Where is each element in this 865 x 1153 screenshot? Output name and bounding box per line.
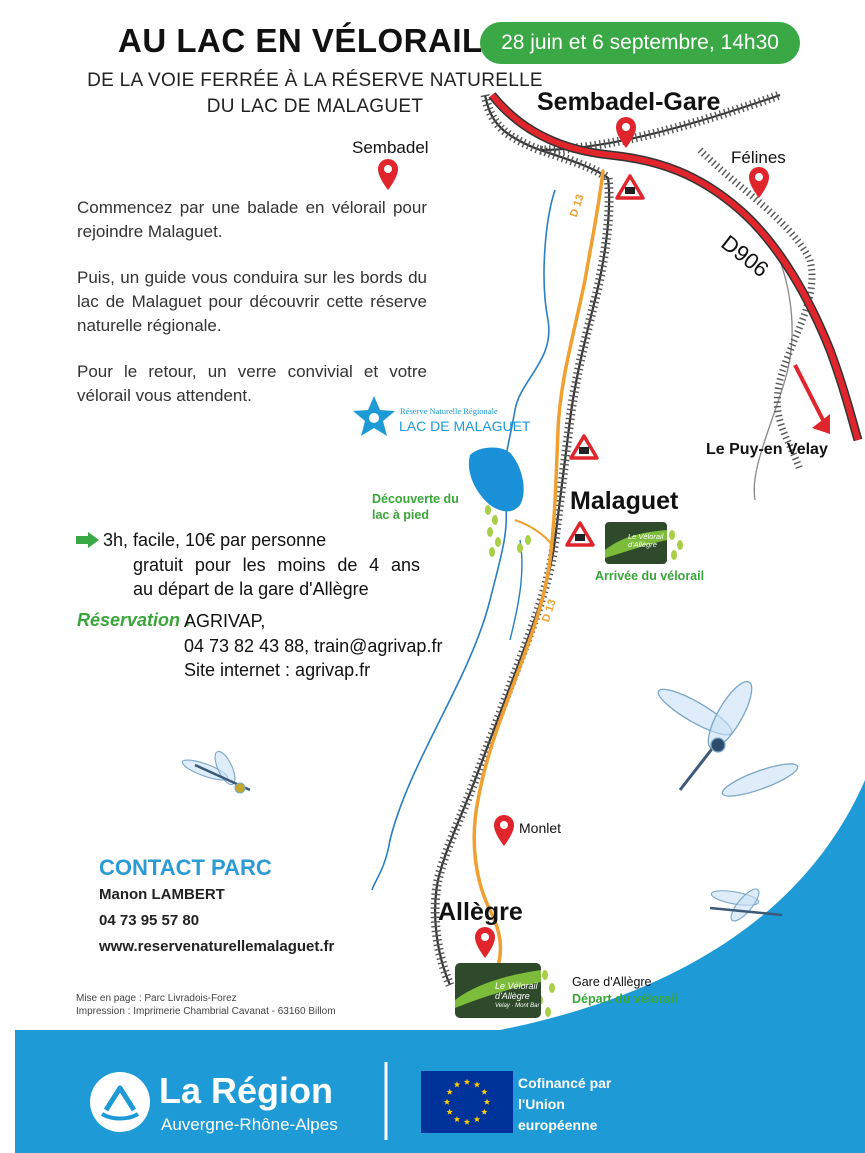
place-label-le-puy: Le Puy-en Velay <box>706 441 828 458</box>
contact-website[interactable]: www.reservenaturellemalaguet.fr <box>99 938 335 955</box>
intro-paragraph: Puis, un guide vous conduira sur les bor… <box>77 268 427 335</box>
dragonfly-right-icon <box>709 888 783 922</box>
pin-felines-icon <box>749 167 769 198</box>
arrivee-label: Arrivée du vélorail <box>595 569 705 583</box>
place-label-sembadel: Sembadel <box>352 138 429 157</box>
railway-southeast <box>697 147 816 472</box>
place-label-felines: Félines <box>731 148 786 167</box>
region-subtitle: Auvergne-Rhône-Alpes <box>161 1115 338 1134</box>
place-label-allegre: Allègre <box>438 898 523 926</box>
info-free: gratuit pour les moins de 4 ans <box>133 555 420 575</box>
direction-arrow <box>793 364 825 421</box>
dragonfly-large-icon <box>657 680 799 797</box>
road-d13 <box>472 169 605 976</box>
decouverte-line: Découverte du <box>372 492 459 506</box>
info-arrow-icon <box>76 532 99 548</box>
dragonfly-left-icon <box>181 750 251 794</box>
pin-sembadel-icon <box>378 159 398 190</box>
reservation-label: Réservation : <box>77 610 192 630</box>
gare-allegre-label: Gare d'Allègre <box>572 975 652 989</box>
pin-allegre-icon <box>475 927 495 958</box>
pin-monlet-icon <box>494 815 514 846</box>
level-crossing-warning-icon <box>569 434 599 460</box>
velorail-logo-text: Le Vélorail d'Allègre <box>628 533 663 549</box>
subtitle-line: DE LA VOIE FERRÉE À LA RÉSERVE NATURELLE <box>87 70 543 91</box>
railway-ties <box>430 94 614 987</box>
footer-bar <box>15 1030 865 1153</box>
contact-name: Manon LAMBERT <box>99 886 225 903</box>
velorail-logo-line: Velay · Mont Bar <box>495 1003 540 1009</box>
reserve-star-icon <box>353 396 395 436</box>
velorail-logo-allegre <box>455 963 541 1018</box>
place-label-malaguet: Malaguet <box>570 487 679 515</box>
page-subtitle: DE LA VOIE FERRÉE À LA RÉSERVE NATURELLE… <box>60 68 570 120</box>
reservation-org: AGRIVAP, <box>184 611 266 631</box>
contact-phone[interactable]: 04 73 95 57 80 <box>99 912 200 929</box>
pin-sembadel-gare-icon <box>616 117 636 148</box>
direction-arrowhead <box>812 414 830 434</box>
eu-cofinance-text: Cofinancé par l'Union européenne <box>518 1073 611 1136</box>
secondary-road <box>753 229 793 501</box>
river-branch <box>509 539 523 641</box>
footprints-arrivee <box>669 530 683 560</box>
velorail-logo-malaguet <box>605 522 667 564</box>
intro-paragraph: Commencez par une balade en vélorail pou… <box>77 198 427 241</box>
credit-line: Mise en page : Parc Livradois-Forez <box>76 993 237 1004</box>
reserve-logo-line: Réserve Naturelle Régionale <box>400 406 498 416</box>
place-label-monlet: Monlet <box>519 820 562 836</box>
info-departure: au départ de la gare d'Allègre <box>133 579 369 599</box>
credit-line: Impression : Imprimerie Chambrial Cavana… <box>76 1006 336 1017</box>
place-label-sembadel-gare: Sembadel-Gare <box>537 88 721 116</box>
eu-line: l'Union <box>518 1096 565 1112</box>
level-crossing-warning-icon <box>565 521 595 547</box>
credits: Mise en page : Parc Livradois-Forez Impr… <box>76 992 336 1018</box>
region-name: La Région <box>159 1070 334 1111</box>
reservation-contact[interactable]: 04 73 82 43 88, train@agrivap.fr <box>184 636 443 656</box>
velorail-logo-line: Le Vélorail <box>495 981 538 991</box>
velorail-logo-text: Le Vélorail d'Allègre Velay · Mont Bar <box>495 981 539 1011</box>
velorail-logo-line: d'Allègre <box>495 991 530 1001</box>
decouverte-label: Découverte du lac à pied <box>372 491 459 523</box>
event-date-badge: 28 juin et 6 septembre, 14h30 <box>480 22 800 64</box>
reserve-logo-name: LAC DE MALAGUET <box>399 418 531 434</box>
depart-label: Départ du vélorail <box>572 992 678 1006</box>
lake-malaguet <box>468 447 524 512</box>
subtitle-line: DU LAC DE MALAGUET <box>206 96 424 117</box>
page-title: AU LAC EN VÉLORAIL <box>118 22 483 59</box>
footprints-decouverte <box>485 505 531 557</box>
level-crossing-warning-icon <box>615 174 645 200</box>
info-duration: 3h, facile, 10€ par personne <box>103 530 327 550</box>
river <box>371 189 556 891</box>
road-d906-outline <box>488 92 863 442</box>
eu-line: européenne <box>518 1117 598 1133</box>
background-swoosh <box>500 780 865 1030</box>
intro-paragraph: Pour le retour, un verre convivial et vo… <box>77 362 427 405</box>
decouverte-line: lac à pied <box>372 508 429 522</box>
eu-line: Cofinancé par <box>518 1075 612 1091</box>
reservation-website[interactable]: Site internet : agrivap.fr <box>184 660 371 680</box>
velorail-logo-line: Le Vélorail <box>628 532 664 541</box>
road-d13-link <box>514 519 553 546</box>
road-d906 <box>489 93 861 441</box>
velorail-logo-line: d'Allègre <box>628 540 657 549</box>
contact-title: CONTACT PARC <box>99 855 272 880</box>
